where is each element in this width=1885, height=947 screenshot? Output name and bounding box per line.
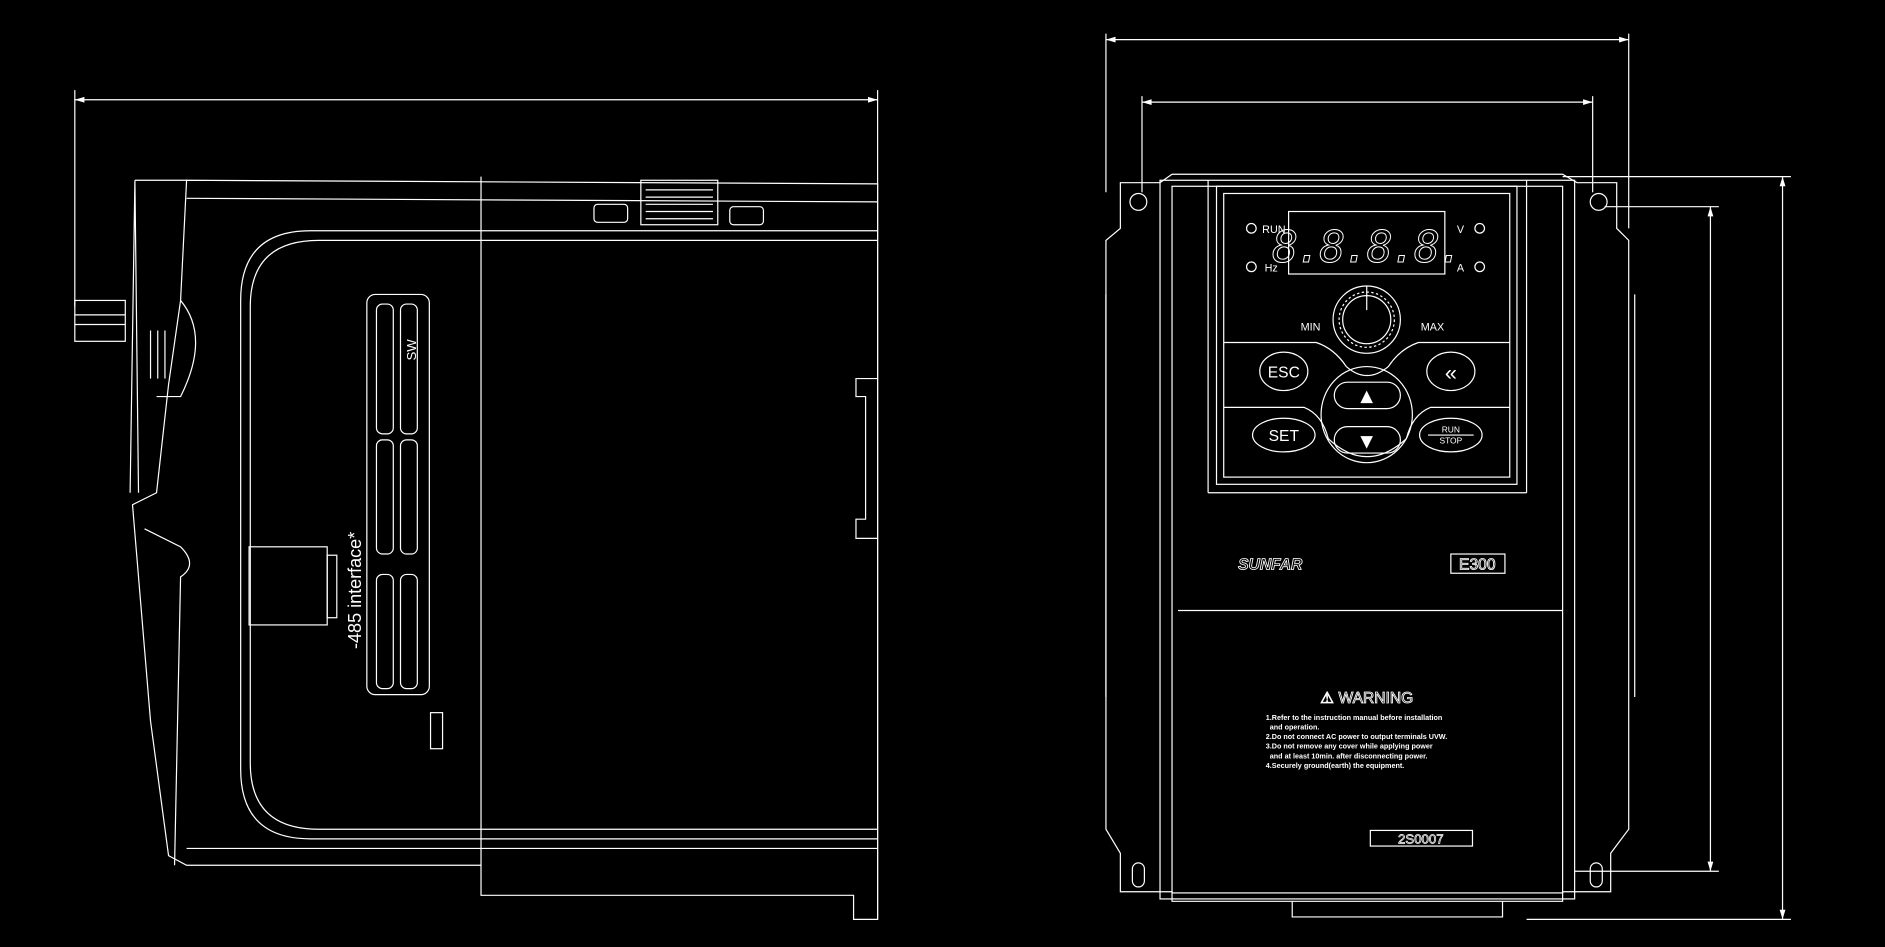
front-body-outline [1105,173,1630,902]
side-recess [240,230,878,840]
run-key-label: RUN [1442,425,1460,435]
down-key[interactable]: ▼ [1333,426,1401,454]
arrow-key-ring [1320,365,1413,464]
led-run [1245,222,1257,234]
front-view: RUN Hz V A 8.8.8.8. MIN MAX ESC « ▲ [1105,33,1791,920]
led-hz [1245,261,1257,273]
warning-title: ⚠ WARNING [1320,690,1413,707]
down-arrow-icon: ▼ [1358,431,1376,451]
rs485-port [248,546,328,626]
top-clip [593,203,629,223]
led-v-label: V [1457,224,1465,236]
din-rail-clip [855,377,878,539]
top-clip [729,206,765,226]
rating-label: 2S0007 [1398,832,1444,847]
knob-min-label: MIN [1301,321,1321,333]
switch-label: SW [404,339,419,361]
model-label: E300 [1459,557,1496,574]
side-body-outline [131,179,879,920]
vent-panel [366,293,430,696]
side-grip [149,330,166,379]
top-vent [640,179,719,226]
up-key[interactable]: ▲ [1333,381,1401,410]
seven-segment-display [1288,210,1446,275]
shift-key[interactable]: « [1426,351,1476,392]
mounting-slot [1589,862,1603,888]
warning-line: and operation. [1266,722,1320,731]
led-a [1474,261,1486,273]
run-stop-key[interactable]: RUN STOP [1419,417,1483,453]
side-front-edge [129,179,187,493]
warning-line: 2.Do not connect AC power to output term… [1266,732,1447,741]
brand-logo: SUNFAR [1238,557,1303,574]
led-v [1474,222,1486,234]
side-top-line [186,197,878,203]
side-bulge [156,300,197,398]
top-vent-slats [645,189,713,220]
rating-label-box [1369,829,1474,847]
led-hz-label: Hz [1265,263,1278,275]
warning-line: 3.Do not remove any cover while applying… [1266,742,1433,751]
esc-key[interactable]: ESC [1259,351,1309,392]
led-run-label: RUN [1262,224,1285,236]
side-view: -485 interface* SW [74,90,879,920]
esc-key-label: ESC [1268,364,1300,381]
vent-slots [375,303,418,690]
display-digits: 8.8.8.8. [1272,223,1461,273]
mounting-hole [1129,192,1148,211]
knob-max-label: MAX [1421,321,1444,333]
side-lower-contour [144,528,191,866]
warning-line: 4.Securely ground(earth) the equipment. [1266,761,1404,770]
led-a-label: A [1457,263,1465,275]
up-arrow-icon: ▲ [1358,387,1376,407]
mounting-slot [1131,862,1145,888]
side-recess-inner [249,239,878,830]
set-key[interactable]: SET [1251,417,1316,453]
stop-key-label: STOP [1439,435,1462,445]
mounting-hole [1589,192,1608,211]
warning-line: and at least 10min. after disconnecting … [1266,751,1428,760]
rs485-port-lip [326,554,338,619]
terminal-cover-bottom [1291,901,1504,918]
knob-shaft [74,299,126,342]
keypad-panel-inner [1223,192,1511,478]
set-key-label: SET [1269,428,1300,445]
keypad-panel [1215,185,1518,485]
shift-key-label: « [1445,360,1457,385]
interface-label: -485 interface* [345,532,365,649]
model-badge [1450,553,1506,574]
warning-text: 1.Refer to the instruction manual before… [1266,713,1447,770]
keypad-divider [1223,406,1510,458]
warning-line: 1.Refer to the instruction manual before… [1266,713,1443,722]
side-indicator-slot [429,712,444,750]
front-cover [1159,179,1576,900]
keypad-divider [1223,341,1510,377]
